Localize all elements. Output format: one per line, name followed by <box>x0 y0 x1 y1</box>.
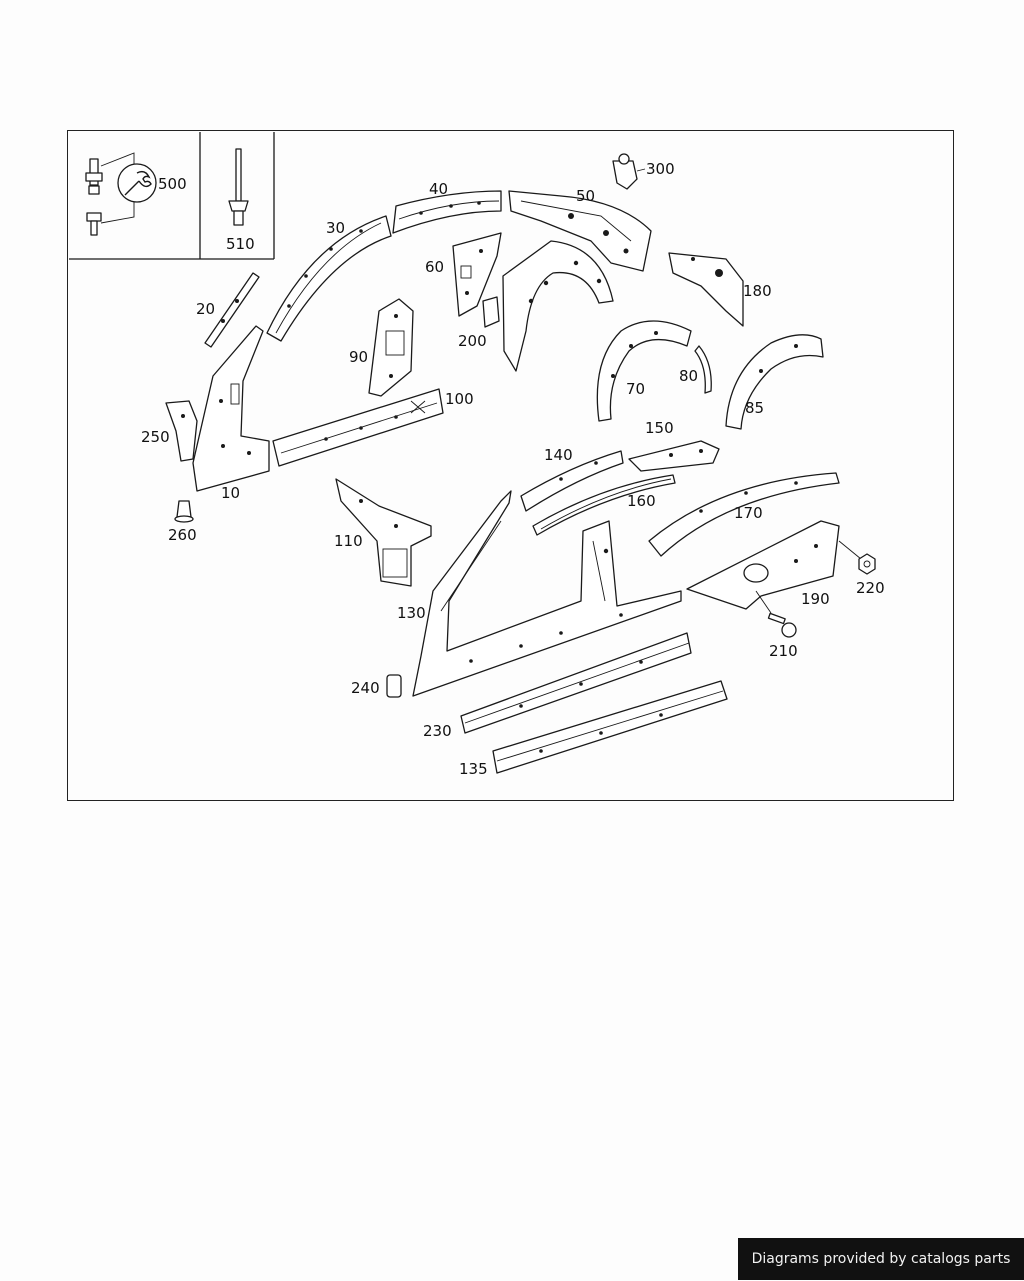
callout-130: 130 <box>397 604 426 622</box>
part-40-roof-rail-rear[interactable] <box>392 190 502 234</box>
part-wheelhouse-inner[interactable] <box>502 240 614 372</box>
part-20-bracket-strip[interactable] <box>204 272 260 348</box>
part-230-sill-reinforcement[interactable] <box>460 632 692 734</box>
callout-240: 240 <box>351 679 380 697</box>
part-150-bracket[interactable] <box>628 440 720 472</box>
part-140-roof-frame-rear[interactable] <box>520 450 624 512</box>
part-30-roof-rail-front[interactable] <box>266 215 392 342</box>
diagram-credit-badge: Diagrams provided by catalogs parts <box>738 1238 1024 1280</box>
callout-190: 190 <box>801 590 830 608</box>
callout-210: 210 <box>769 642 798 660</box>
part-70-wheel-arch-outer[interactable] <box>596 320 692 422</box>
part-85-wheel-arch-liner[interactable] <box>725 334 824 430</box>
callout-50: 50 <box>576 187 595 205</box>
callout-180: 180 <box>743 282 772 300</box>
part-170-arch-flange[interactable] <box>648 472 840 557</box>
part-190-rear-sill-extension[interactable] <box>686 520 862 610</box>
part-50-quarter-inner-upper[interactable] <box>508 190 652 272</box>
part-60-c-pillar-reinforcement[interactable] <box>452 232 502 317</box>
part-510-long-bolt[interactable] <box>228 148 249 226</box>
part-110-pillar-bracket[interactable] <box>335 478 432 587</box>
part-180-tail-panel-bracket[interactable] <box>668 252 744 327</box>
callout-260: 260 <box>168 526 197 544</box>
part-210-bolt[interactable] <box>755 590 797 638</box>
part-160-roof-frame-inner[interactable] <box>532 474 676 536</box>
callout-250: 250 <box>141 428 170 446</box>
callout-135: 135 <box>459 760 488 778</box>
part-220-nut[interactable] <box>858 553 876 575</box>
part-500-stud-bolt[interactable] <box>85 152 135 236</box>
callout-70: 70 <box>626 380 645 398</box>
part-300-clip[interactable] <box>612 153 646 190</box>
part-250-hinge-bracket[interactable] <box>165 400 198 462</box>
part-90-b-pillar-inner[interactable] <box>368 298 414 397</box>
callout-150: 150 <box>645 419 674 437</box>
callout-500: 500 <box>158 175 187 193</box>
parts-diagram-frame: 500 510 20 30 40 50 300 <box>67 130 954 801</box>
callout-90: 90 <box>349 348 368 366</box>
part-130-side-frame-outer[interactable] <box>412 490 682 697</box>
part-100-sill-inner[interactable] <box>272 388 444 467</box>
fastener-inset-boxes <box>69 132 275 260</box>
callout-30: 30 <box>326 219 345 237</box>
part-260-grommet[interactable] <box>174 500 194 523</box>
part-80-arch-trim[interactable] <box>694 345 712 394</box>
part-10-a-pillar-front[interactable] <box>192 325 270 492</box>
callout-230: 230 <box>423 722 452 740</box>
callout-80: 80 <box>679 367 698 385</box>
callout-220: 220 <box>856 579 885 597</box>
callout-20: 20 <box>196 300 215 318</box>
callout-100: 100 <box>445 390 474 408</box>
callout-140: 140 <box>544 446 573 464</box>
part-135-rocker-panel[interactable] <box>492 680 728 774</box>
callout-40: 40 <box>429 180 448 198</box>
callout-10: 10 <box>221 484 240 502</box>
callout-200: 200 <box>458 332 487 350</box>
callout-510: 510 <box>226 235 255 253</box>
callout-160: 160 <box>627 492 656 510</box>
callout-85: 85 <box>745 399 764 417</box>
part-240-plug[interactable] <box>386 674 402 698</box>
callout-170: 170 <box>734 504 763 522</box>
wrench-icon <box>117 163 157 203</box>
part-200-pad[interactable] <box>482 296 500 328</box>
callout-300: 300 <box>646 160 675 178</box>
callout-60: 60 <box>425 258 444 276</box>
callout-110: 110 <box>334 532 363 550</box>
